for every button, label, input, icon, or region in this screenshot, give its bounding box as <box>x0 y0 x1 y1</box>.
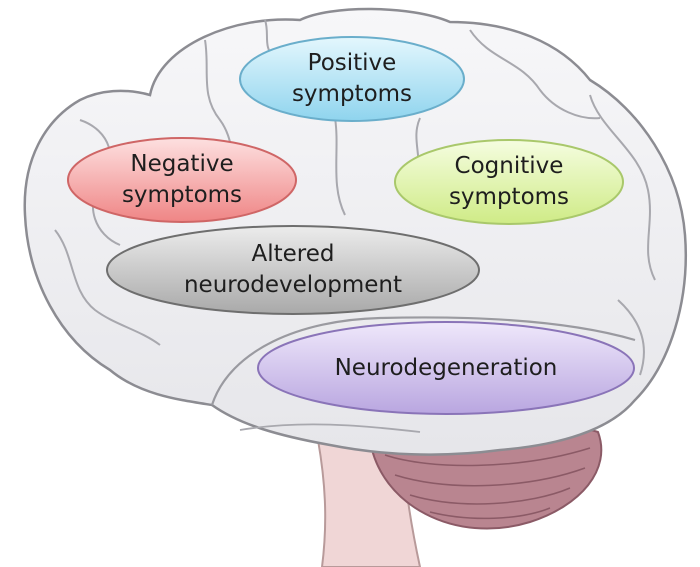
oval-cognitive-symptoms <box>394 139 624 225</box>
oval-positive-symptoms <box>239 36 465 122</box>
oval-neurodegeneration <box>257 321 635 415</box>
oval-negative-symptoms <box>67 137 297 223</box>
oval-altered-neurodevelopment <box>106 225 480 315</box>
